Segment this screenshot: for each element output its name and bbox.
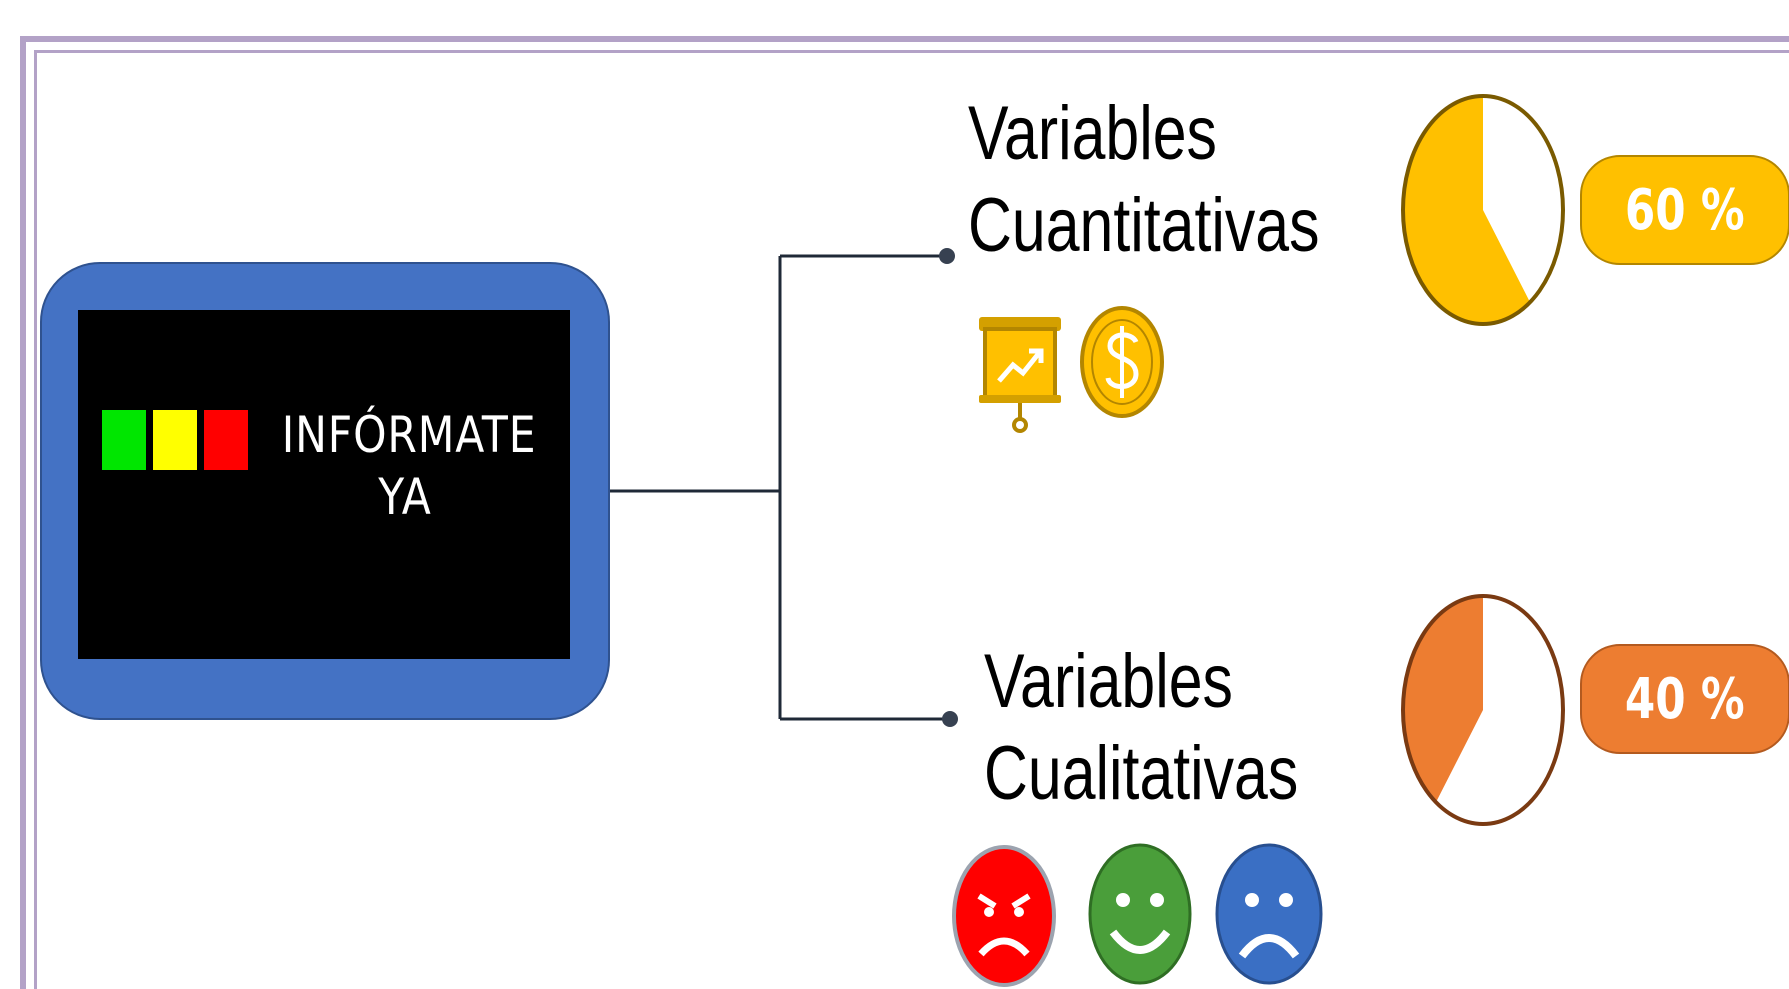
- branch-quant-title-line2: Cuantitativas: [968, 183, 1320, 268]
- connector-dot-qual: [942, 711, 958, 727]
- branch-quant-title-line1: Variables: [968, 91, 1217, 176]
- central-node-screen: [78, 310, 570, 659]
- percent-pill-quant: 60 %: [1580, 155, 1789, 265]
- pie-qual-slice: [1403, 596, 1483, 803]
- angry-face-icon: [952, 845, 1056, 987]
- percent-label-quant: 60 %: [1625, 177, 1745, 243]
- percent-pill-qual: 40 %: [1580, 644, 1789, 754]
- central-title-line1: INFÓRMATE: [281, 406, 537, 464]
- green-indicator: [102, 410, 146, 470]
- branch-qual-title-line1: Variables: [984, 639, 1233, 724]
- central-title-line2: YA: [378, 468, 432, 526]
- branch-qual-title: Variables Cualitativas: [984, 636, 1298, 820]
- page-frame-inner: [34, 50, 1789, 989]
- sad-face-icon: [1215, 843, 1323, 985]
- yellow-indicator: [153, 410, 197, 470]
- red-indicator: [204, 410, 248, 470]
- page-frame-outer: [20, 36, 1789, 989]
- branch-qual-title-line2: Cualitativas: [984, 731, 1299, 816]
- pie-quant-slice: [1403, 96, 1531, 324]
- dollar-coin-icon: [1080, 306, 1164, 418]
- central-node-title: INFÓRMATE YA: [281, 404, 537, 528]
- connector-dot-quant: [939, 248, 955, 264]
- pie-quant: [1401, 94, 1565, 326]
- branch-quant-title: Variables Cuantitativas: [968, 88, 1319, 272]
- pie-qual-outline: [1401, 594, 1565, 826]
- percent-label-qual: 40 %: [1625, 666, 1745, 732]
- pie-qual: [1401, 594, 1565, 826]
- presentation-chart-icon: [979, 317, 1061, 433]
- happy-face-icon: [1088, 843, 1192, 985]
- pie-quant-outline: [1401, 94, 1565, 326]
